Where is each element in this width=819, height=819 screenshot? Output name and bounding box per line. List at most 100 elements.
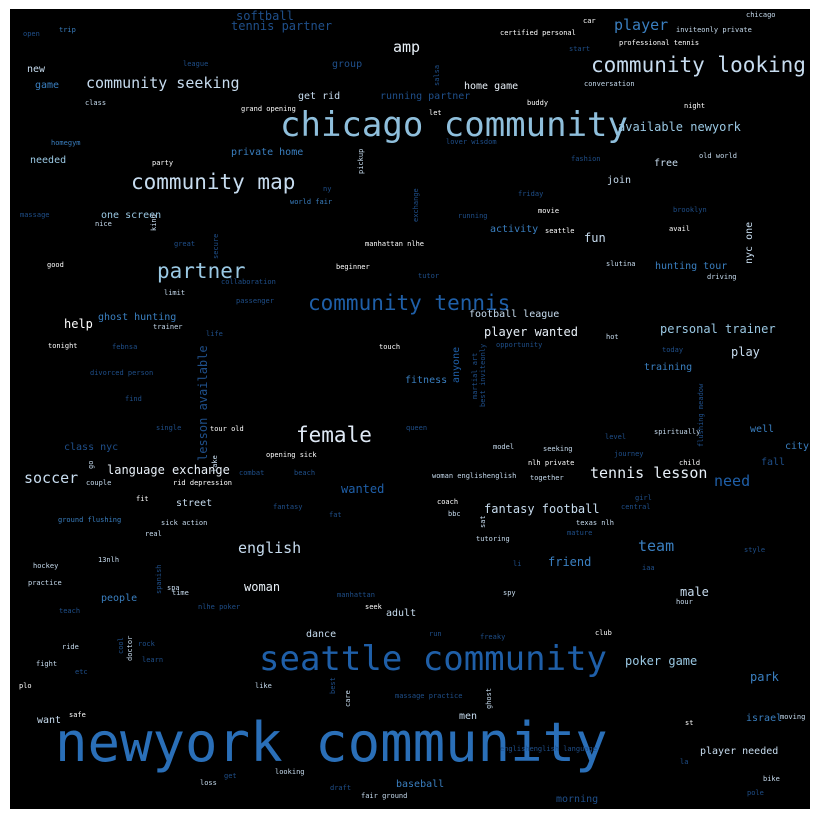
cloud-word: fitness	[405, 375, 448, 386]
cloud-word: pole	[747, 789, 764, 797]
cloud-word: fantasy football	[484, 502, 600, 516]
cloud-word: time	[172, 589, 189, 597]
cloud-word: tennis partner	[231, 19, 333, 33]
cloud-word: team	[638, 537, 675, 555]
cloud-word: class	[85, 99, 107, 107]
cloud-word: needed	[30, 155, 67, 166]
cloud-word: opening sick	[266, 451, 317, 459]
cloud-word: fun	[584, 231, 606, 245]
cloud-word: english	[238, 539, 302, 557]
cloud-word: febnsa	[112, 343, 138, 351]
cloud-word: chicago community	[280, 105, 628, 145]
cloud-word: class nyc	[64, 442, 119, 453]
cloud-word: lover wisdom	[446, 138, 497, 146]
cloud-word: sat	[479, 515, 487, 528]
cloud-word: language exchange	[107, 463, 230, 477]
cloud-word: female	[296, 423, 372, 447]
cloud-word: football league	[469, 309, 560, 320]
cloud-word: queen	[406, 424, 428, 432]
cloud-word: private home	[231, 147, 304, 158]
cloud-word: great	[174, 240, 196, 248]
cloud-word: beach	[294, 469, 316, 477]
cloud-word: run	[429, 630, 442, 638]
cloud-word: anyone	[451, 346, 462, 383]
cloud-word: night	[684, 102, 706, 110]
cloud-word: free	[654, 158, 679, 169]
cloud-word: street	[176, 498, 213, 509]
cloud-word: ride	[62, 643, 79, 651]
cloud-word: real	[145, 530, 162, 538]
cloud-word: care	[344, 690, 352, 707]
cloud-word: people	[101, 593, 138, 604]
cloud-word: join	[607, 175, 632, 186]
cloud-word: divorced person	[90, 369, 154, 377]
cloud-word: single	[156, 424, 182, 432]
cloud-word: fair ground	[361, 792, 408, 800]
cloud-word: driving	[707, 273, 737, 281]
cloud-word: pickup	[357, 148, 365, 174]
cloud-word: freaky	[480, 633, 506, 641]
cloud-word: fall	[761, 457, 786, 468]
cloud-word: community tennis	[308, 291, 511, 315]
cloud-word: hour	[676, 598, 693, 606]
cloud-word: player	[614, 16, 669, 34]
cloud-word: wanted	[341, 482, 385, 496]
cloud-word: seattle	[545, 227, 575, 235]
cloud-word: life	[206, 330, 223, 338]
cloud-word: player needed	[700, 746, 779, 757]
cloud-word: martial art	[471, 352, 479, 399]
cloud-word: teach	[59, 607, 81, 615]
cloud-word: etc	[75, 668, 88, 676]
cloud-word: available newyork	[618, 120, 741, 134]
cloud-word: soccer	[24, 469, 79, 487]
cloud-word: club	[595, 629, 612, 637]
cloud-word: style	[744, 546, 766, 554]
cloud-word: buddy	[527, 99, 549, 107]
cloud-word: hot	[606, 333, 619, 341]
cloud-word: world fair	[290, 198, 333, 206]
cloud-word: learn	[142, 656, 164, 664]
cloud-word: kind	[150, 214, 158, 231]
cloud-word: couple	[86, 479, 112, 487]
cloud-word: moving	[780, 713, 806, 721]
cloud-word: opportunity	[496, 341, 543, 349]
cloud-word: personal trainer	[660, 322, 776, 336]
cloud-word: fantasy	[273, 503, 303, 511]
cloud-word: one screen	[101, 210, 162, 221]
cloud-word: texas nlh	[576, 519, 614, 527]
cloud-word: tutor	[418, 272, 440, 280]
cloud-word: best	[329, 677, 337, 694]
cloud-word: journey	[614, 450, 644, 458]
cloud-word: spa	[167, 584, 180, 592]
cloud-word: model	[493, 443, 515, 451]
cloud-word: secure	[212, 233, 220, 259]
cloud-word: start	[569, 45, 591, 53]
cloud-word: good	[47, 261, 64, 269]
cloud-word: safe	[69, 711, 86, 719]
cloud-word: nlhe poker	[198, 603, 241, 611]
cloud-word: partner	[157, 259, 246, 283]
cloud-word: get	[224, 772, 237, 780]
cloud-word: bike	[763, 775, 780, 783]
cloud-word: adult	[386, 608, 417, 619]
cloud-word: sick action	[161, 519, 208, 527]
cloud-word: poker game	[625, 654, 698, 668]
cloud-word: trainer	[153, 323, 183, 331]
cloud-word: friend	[548, 555, 592, 569]
cloud-word: training	[644, 362, 693, 373]
cloud-word: looking	[275, 768, 305, 776]
cloud-word: spy	[503, 589, 516, 597]
cloud-word: hockey	[33, 562, 59, 570]
cloud-word: home game	[464, 81, 519, 92]
cloud-word: ground flushing	[58, 516, 122, 524]
cloud-word: central	[621, 503, 651, 511]
cloud-word: dance	[306, 629, 337, 640]
cloud-word: cool	[117, 637, 125, 654]
cloud-word: salsa	[433, 64, 441, 86]
cloud-word: let	[429, 109, 442, 117]
cloud-word: get rid	[298, 91, 341, 102]
cloud-word: spiritually	[654, 428, 701, 436]
cloud-word: open	[23, 30, 40, 38]
cloud-word: manhattan nlhe	[365, 240, 425, 248]
